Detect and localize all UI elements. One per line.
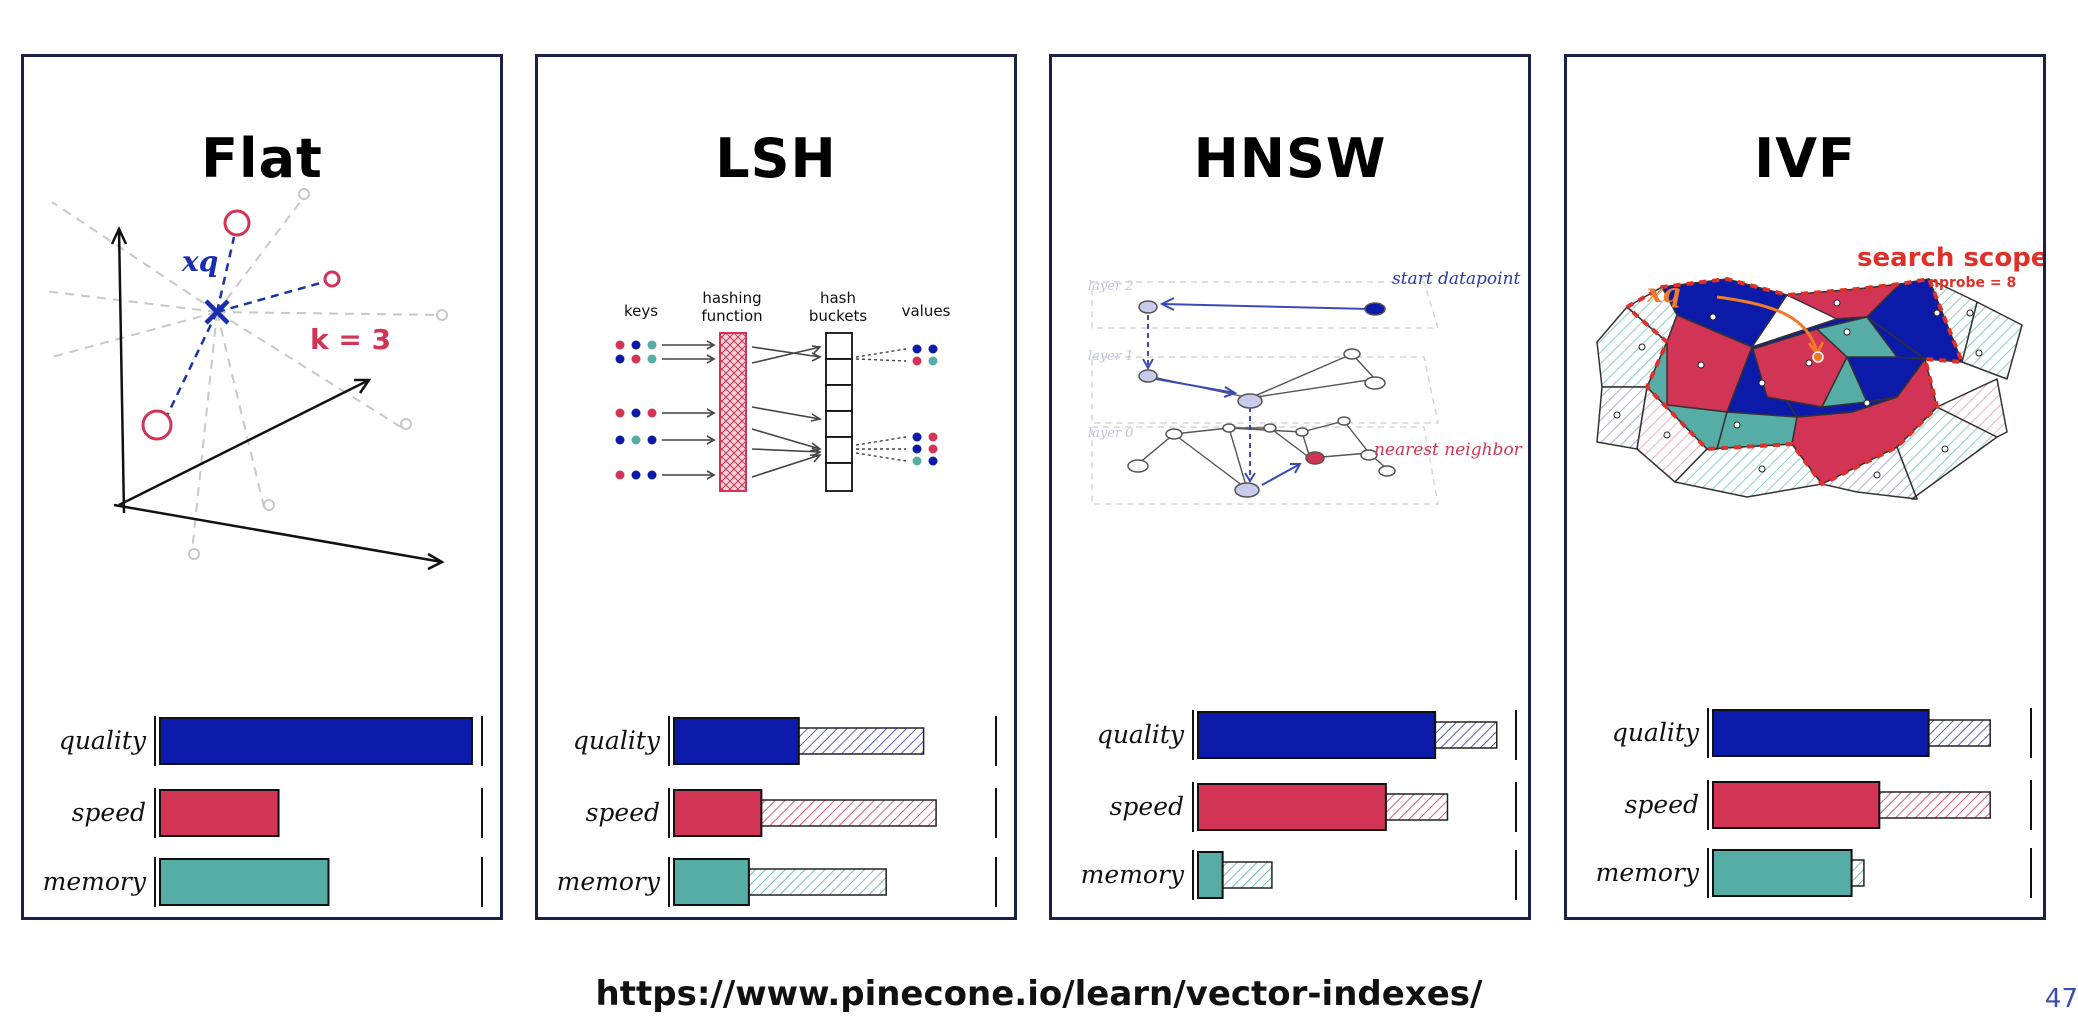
metric-bar-memory [1712,849,1853,897]
ivf-card: IVF [1564,54,2046,920]
metric-label-speed: speed [72,798,146,827]
metric-range-speed [1878,791,1991,819]
metrics-chart: quality speed memory [1081,710,1517,900]
metric-range-speed [1385,793,1449,821]
metric-label-memory: memory [1596,858,1700,887]
ivf-illustration: xq search scope nprobe = 8 [1596,243,2043,500]
metric-range-memory [1850,859,1865,887]
metric-label-memory: memory [43,867,147,896]
metric-label-quality: quality [1612,718,1700,747]
metrics-chart: quality speed memory [557,716,997,907]
hashing-label: hashing [702,289,761,307]
metric-bar-quality [159,717,473,765]
metric-range-speed [760,799,937,827]
search-scope-label: search scope [1857,243,2043,273]
flat-illustration: xq k = 3 [43,188,448,571]
metric-bar-memory [159,858,330,906]
metric-bar-memory [673,858,750,906]
metric-range-quality [798,727,925,755]
metric-label-memory: memory [1081,860,1185,889]
lsh-illustration: keys hashing function hash buckets value… [615,289,951,492]
hnsw-illustration: layer 2 layer 1 layer 0 [1088,269,1523,505]
metric-bar-quality [1197,711,1437,759]
metric-label-speed: speed [586,798,660,827]
start-datapoint-label: start datapoint [1392,269,1521,289]
metric-label-quality: quality [1097,720,1185,749]
source-url[interactable]: https://www.pinecone.io/learn/vector-ind… [595,974,1483,1014]
card-title: HNSW [1193,127,1387,190]
metric-range-quality [1434,721,1498,749]
hash-label: hash [820,289,856,307]
metric-range-memory [748,868,887,896]
nprobe-label: nprobe = 8 [1929,275,2016,291]
card-title: Flat [201,127,323,190]
hnsw-card: HNSW layer 2 layer 1 layer 0 [1049,54,1531,920]
metric-range-quality [1927,719,1991,747]
metric-bar-memory [1197,851,1224,899]
metric-bar-quality [1712,709,1930,757]
lsh-card: LSH keys hashing function hash buckets v… [535,54,1017,920]
metric-label-speed: speed [1625,790,1699,819]
metric-label-speed: speed [1110,792,1184,821]
layer-0-label: layer 0 [1088,426,1134,441]
metric-label-quality: quality [573,726,661,755]
values-label: values [902,302,951,320]
metric-bar-speed [1712,781,1881,829]
card-title: IVF [1754,127,1856,190]
nearest-neighbor-label: nearest neighbor [1374,440,1523,460]
layer-1-label: layer 1 [1088,349,1134,364]
layer-2-label: layer 2 [1088,279,1134,294]
metrics-chart: quality speed memory [1596,708,2032,898]
keys-label: keys [624,302,658,320]
buckets-label: buckets [809,307,868,325]
metric-range-memory [1221,861,1273,889]
page-number: 47 [2044,984,2078,1014]
metric-bar-speed [159,789,280,837]
function-label: function [701,307,762,325]
metric-label-quality: quality [59,726,147,755]
metric-bar-speed [1197,783,1387,831]
k-label: k = 3 [310,323,391,356]
metric-bar-quality [673,717,800,765]
xq-label: xq [1646,279,1681,309]
xq-label: xq [181,245,218,278]
card-title: LSH [715,127,837,190]
metrics-chart: quality speed memory [43,716,483,907]
metric-label-memory: memory [557,867,661,896]
metric-bar-speed [673,789,763,837]
flat-card: Flat [21,54,503,920]
key-dots [615,340,657,480]
